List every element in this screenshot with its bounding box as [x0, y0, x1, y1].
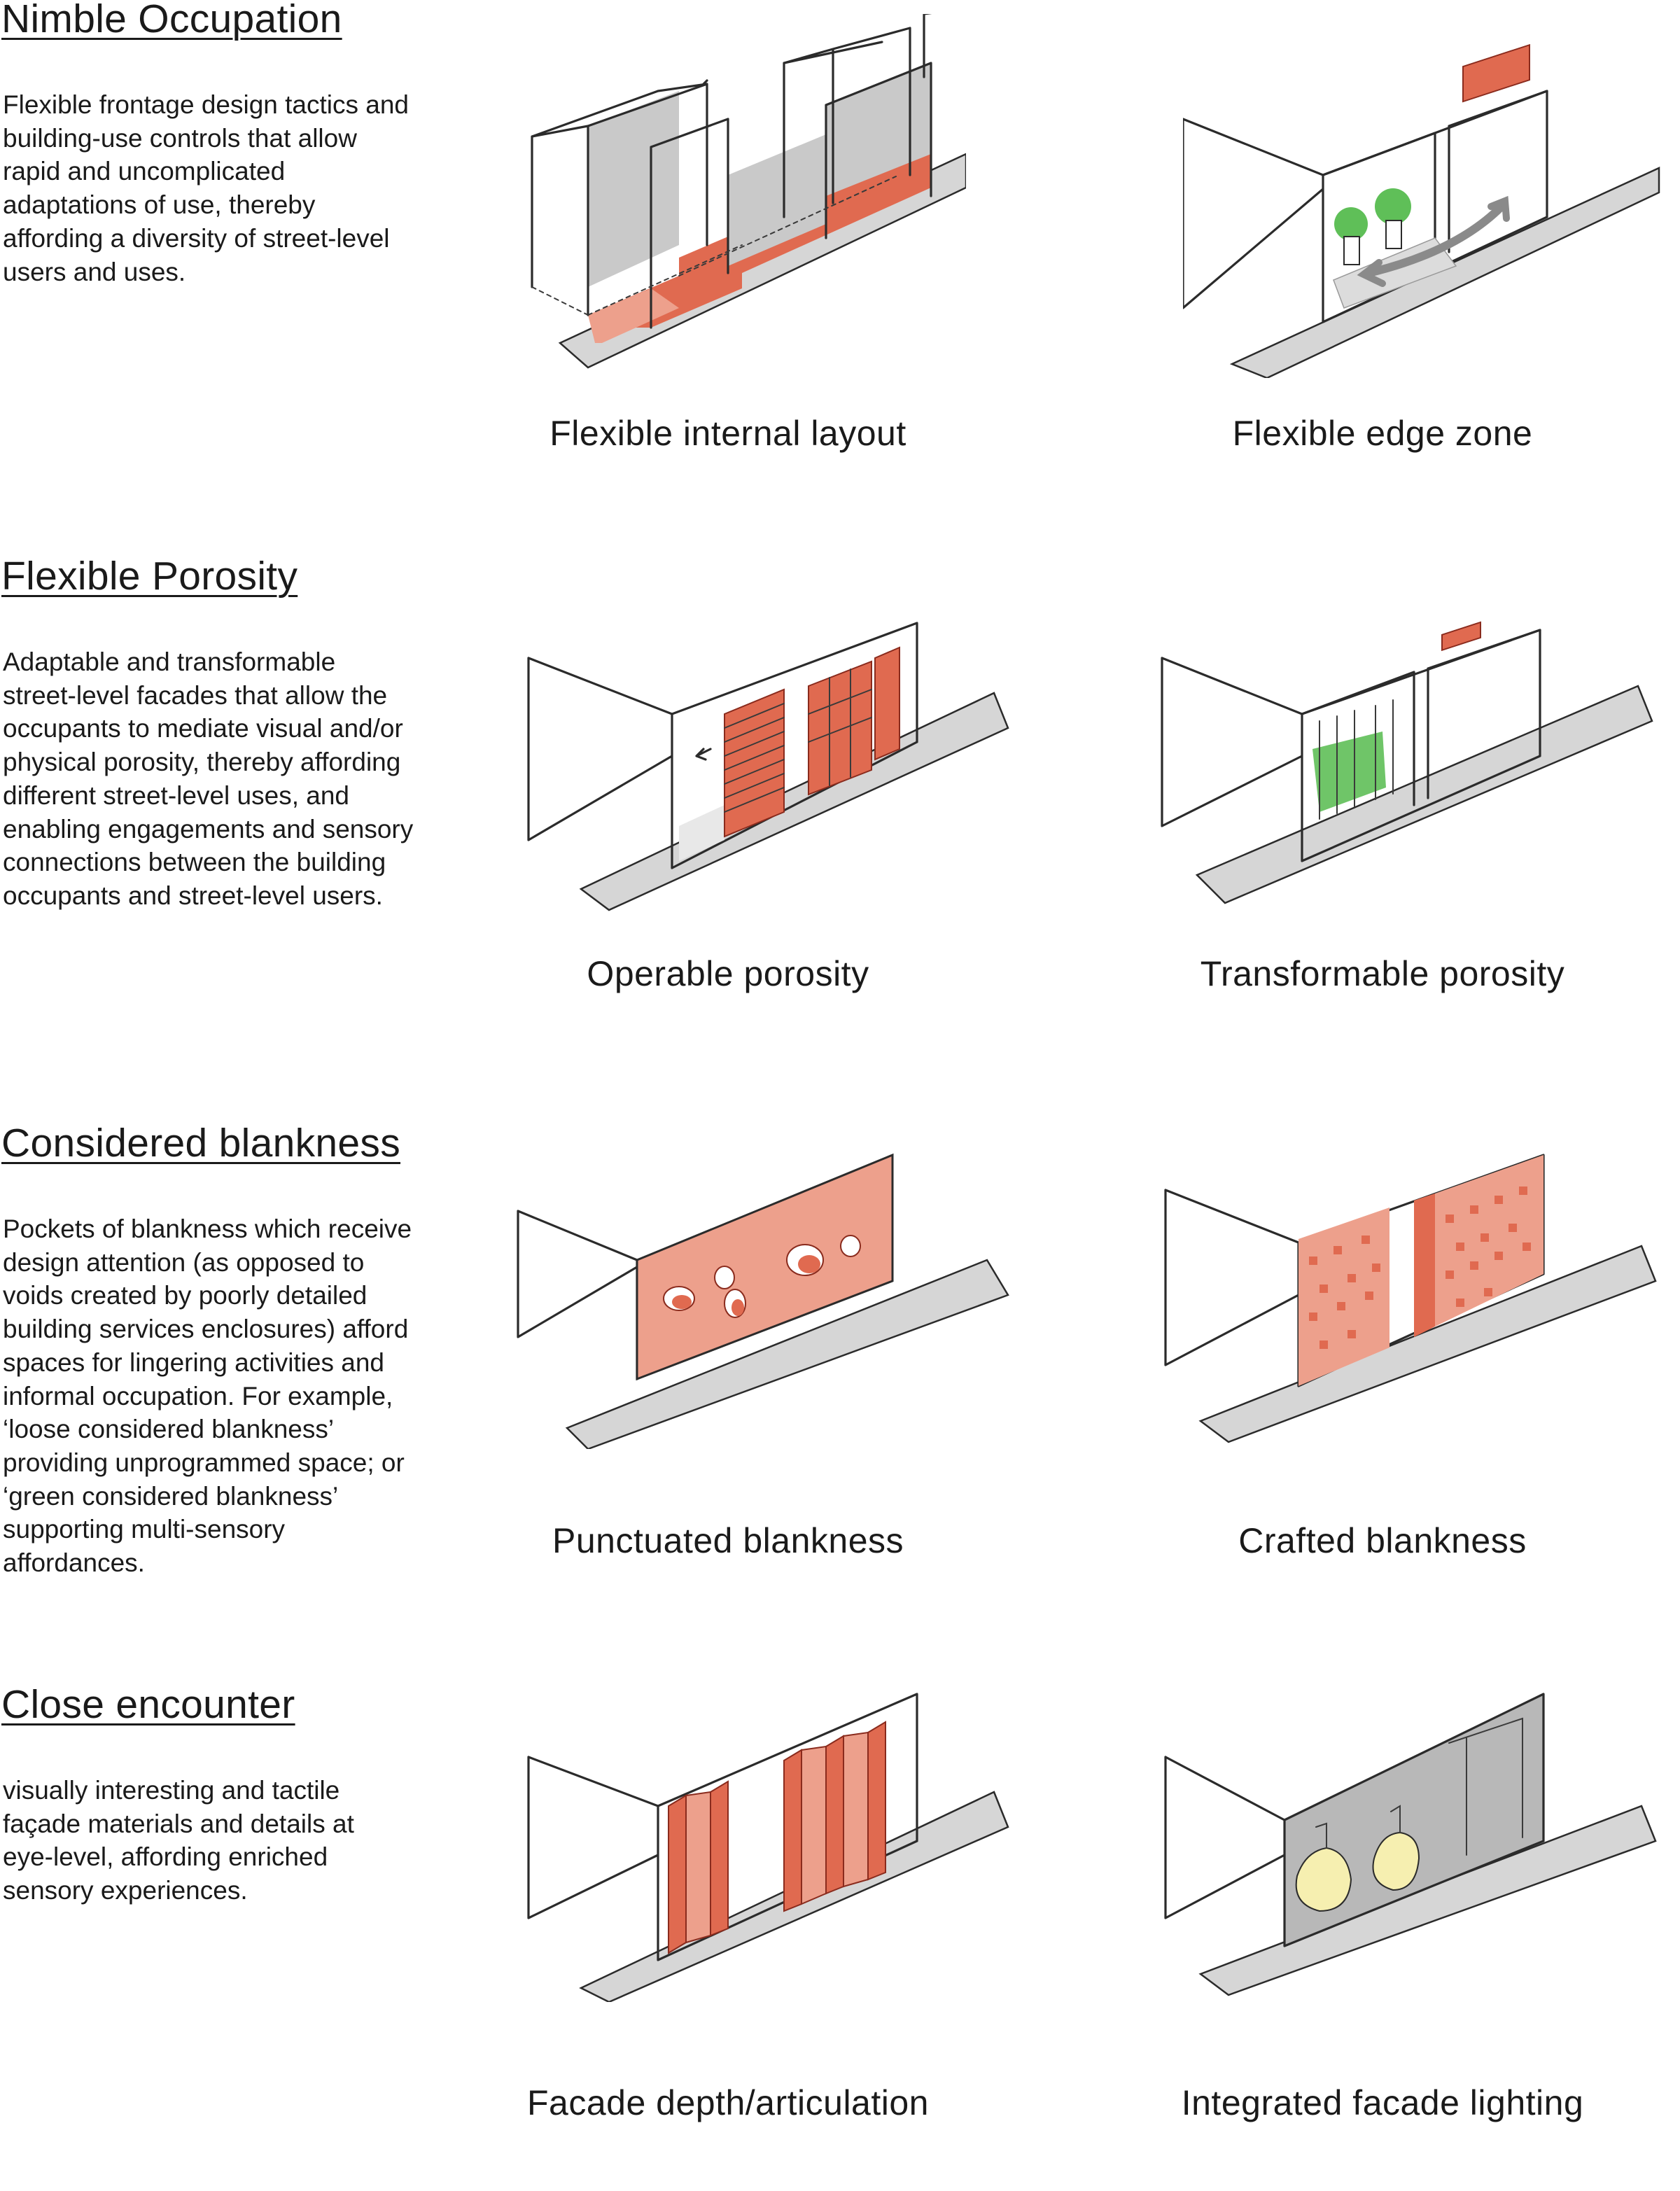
flexible-edge-zone-drawing: [1183, 43, 1660, 378]
frame: [531, 83, 708, 316]
blank-wall: [636, 1153, 894, 1381]
sketch-crafted-blankness: [1158, 1141, 1662, 1449]
section-description: Flexible frontage design tactics and bui…: [3, 90, 410, 286]
section-description: visually interesting and tactile façade …: [3, 1776, 354, 1905]
shutter-slats: [724, 703, 785, 813]
sketch-operable-porosity: [518, 609, 1036, 917]
grey-partition: [826, 63, 931, 196]
grey-partition: [728, 134, 826, 266]
sketch-flexible-edge-zone: [1183, 28, 1673, 378]
operable-porosity-drawing: [527, 622, 1009, 911]
sketch-caption: Operable porosity: [587, 954, 869, 993]
street-strip: [1229, 167, 1660, 378]
wall-opening-icon: [663, 1235, 861, 1318]
section-title: Flexible Porosity: [1, 554, 298, 598]
facade-light-icon: [1295, 1805, 1420, 1912]
plant-icon: [1334, 188, 1411, 265]
salmon-floor: [588, 288, 679, 343]
section-title: Nimble Occupation: [1, 0, 342, 41]
window-frames: [1301, 629, 1541, 806]
street-strip: [1198, 1245, 1657, 1443]
sketch-caption: Transformable porosity: [1200, 954, 1565, 993]
building-outline: [527, 1693, 918, 1961]
street-strip: [1195, 685, 1653, 904]
sketch-caption: Crafted blankness: [1238, 1521, 1527, 1560]
door-outline: [1448, 1717, 1523, 1856]
sketch-transformable-porosity: [1155, 588, 1659, 924]
frame: [783, 27, 911, 218]
operable-shutter: [724, 688, 785, 838]
sketch-facade-depth-articulation: [518, 1680, 1022, 2002]
sketch-caption: Integrated facade lighting: [1181, 2083, 1584, 2122]
building-outline: [517, 1210, 638, 1380]
flexible-internal-layout-drawing: [531, 14, 966, 369]
sketch-caption: Punctuated blankness: [552, 1521, 904, 1560]
transformable-porosity-drawing: [1161, 621, 1653, 904]
section-title: Considered blankness: [1, 1121, 401, 1166]
sketch-caption: Facade depth/articulation: [527, 2083, 929, 2122]
sketch-caption: Flexible internal layout: [550, 414, 906, 453]
sketch-caption: Flexible edge zone: [1232, 414, 1533, 453]
crafted-panel: [1435, 1155, 1544, 1326]
curtain-lines: [1319, 699, 1394, 820]
arrow-head-icon: [1488, 195, 1510, 222]
building-outline: [527, 622, 918, 869]
grey-partition: [588, 91, 679, 287]
arrow-head-icon: [1357, 259, 1386, 287]
facade-fins: [668, 1721, 886, 1954]
folding-panel: [874, 646, 900, 761]
sketch-flexible-internal-layout: [518, 14, 966, 378]
window-frames: [1322, 90, 1548, 260]
dashed-line: [531, 176, 897, 316]
frame: [923, 14, 932, 78]
floor-patch: [679, 805, 724, 861]
street-strip: [565, 1259, 1009, 1449]
crafted-blankness-drawing: [1164, 1154, 1657, 1443]
facade-depth-drawing: [527, 1693, 1009, 2002]
slide-arrow-icon: [695, 748, 712, 761]
recessed-door: [1414, 1194, 1435, 1337]
section-description: Adaptable and transformable street-level…: [3, 648, 414, 910]
sketch-punctuated-blankness: [511, 1141, 1015, 1449]
sketch-integrated-facade-lighting: [1158, 1680, 1662, 2002]
facade-lighting-drawing: [1164, 1693, 1657, 1996]
section-title: Close encounter: [1, 1682, 295, 1727]
panel-lines: [808, 668, 872, 786]
building-outline: [1164, 1693, 1545, 1947]
red-bench: [1462, 43, 1530, 103]
frame: [825, 62, 932, 239]
red-bench: [1441, 621, 1481, 652]
frame: [650, 79, 729, 329]
tile-pattern: [1309, 1186, 1531, 1349]
punctuated-blankness-drawing: [517, 1153, 1009, 1449]
green-screen: [1312, 732, 1386, 812]
movement-arrow-icon: [1364, 202, 1506, 277]
street-strip: [579, 692, 1009, 911]
section-description: Pockets of blankness which receive desig…: [3, 1214, 412, 1578]
